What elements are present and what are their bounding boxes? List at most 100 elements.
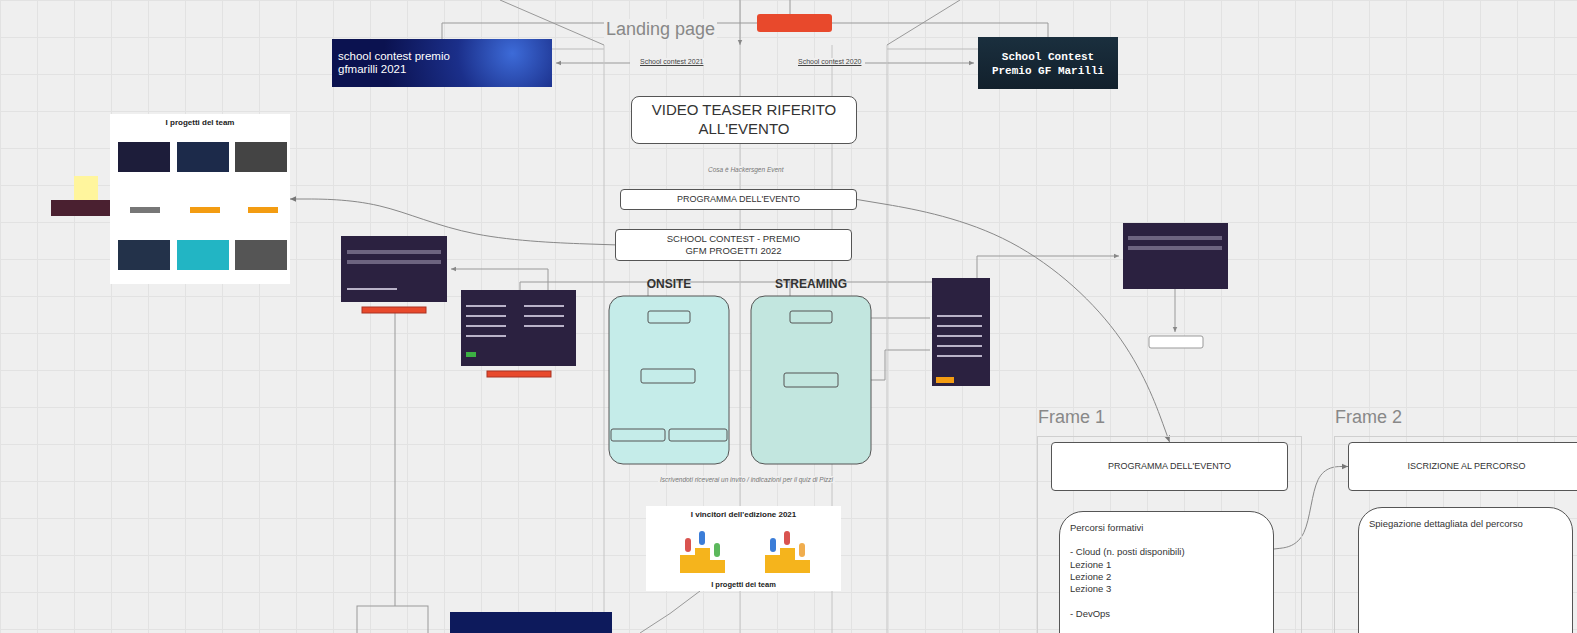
node-text: Percorsi formativi	[1070, 522, 1263, 534]
small-box	[790, 311, 832, 323]
node-text: Spiegazione dettagliata del percorso	[1369, 518, 1562, 530]
form-mockup	[461, 290, 576, 366]
small-box	[648, 311, 690, 323]
figure	[699, 531, 705, 545]
link-label: School contest 2021	[638, 58, 705, 65]
card-background	[110, 114, 290, 284]
podium	[765, 555, 780, 573]
wire	[832, 23, 1048, 37]
process-box: ISCRIZIONE AL PERCORSO	[1348, 442, 1577, 491]
form-field	[347, 250, 441, 254]
small-box	[784, 373, 838, 387]
podium	[795, 560, 810, 573]
node-subtext: I progetti dei team	[646, 580, 841, 589]
banner-image: School Contest Premio GF Marilli	[978, 37, 1118, 89]
red-button	[757, 14, 832, 32]
content-box: Percorsi formativi - Cloud (n. posti disp…	[1059, 511, 1274, 633]
node-subtext: Lezione 1	[1070, 559, 1263, 571]
form-field	[937, 345, 982, 347]
banner-image: school contest premio gfmarilli 2021	[332, 39, 552, 87]
wire	[451, 269, 548, 290]
node-text: ISCRIZIONE AL PERCORSO	[1407, 461, 1525, 472]
form-field	[347, 260, 441, 264]
orange-button	[936, 377, 954, 383]
process-box: PROGRAMMA DELL'EVENTO	[620, 189, 857, 210]
thumbnail	[235, 240, 287, 270]
form-mockup	[1123, 223, 1228, 289]
node-text: I progetti del team	[110, 118, 290, 127]
form-field	[1128, 246, 1222, 250]
form-field	[347, 288, 397, 290]
figure	[685, 538, 691, 552]
wire	[977, 256, 1119, 278]
thumbnail	[118, 240, 170, 270]
button	[248, 207, 278, 213]
form-field	[937, 335, 982, 337]
form-field	[466, 335, 506, 337]
thumbnail	[118, 142, 170, 172]
form-field	[524, 325, 564, 327]
podium	[710, 560, 725, 573]
wire	[640, 591, 700, 633]
podium	[780, 548, 795, 573]
node-subtext: Lezione 2	[1070, 571, 1263, 583]
panel	[751, 296, 871, 464]
banner-image	[450, 612, 612, 633]
image-card: I progetti del team	[110, 114, 290, 284]
node-subtext: Lezione 3	[1070, 583, 1263, 595]
node-subtext: - DevOps	[1070, 608, 1263, 620]
node-text: I vincitori dell'edizione 2021	[646, 510, 841, 519]
figure	[799, 543, 805, 557]
form-field	[466, 315, 506, 317]
button	[190, 207, 220, 213]
note-label: Iscrivendoti riceverai un invito / indic…	[658, 476, 835, 483]
podium	[695, 548, 710, 573]
node-text: School Contest Premio GF Marilli	[984, 51, 1112, 79]
form-field	[1128, 236, 1222, 240]
red-button	[487, 371, 551, 377]
form-field	[466, 305, 506, 307]
form-field	[937, 325, 982, 327]
wire	[865, 63, 974, 64]
node-text: Frame 2	[1335, 407, 1402, 428]
node-text: VIDEO TEASER RIFERITO ALL'EVENTO	[646, 101, 842, 139]
thumbnail	[235, 142, 287, 172]
form-field	[466, 325, 506, 327]
red-button	[362, 307, 426, 313]
sticky-note	[74, 176, 98, 200]
figure	[714, 543, 720, 557]
thumbnail	[177, 240, 229, 270]
frame-title: Landing page	[604, 19, 717, 40]
process-box: PROGRAMMA DELL'EVENTO	[1051, 442, 1288, 491]
node-text: ONSITE	[609, 277, 729, 291]
frame: Frame 2ISCRIZIONE AL PERCORSOSpiegazione…	[1334, 436, 1577, 633]
node-text: Frame 1	[1038, 407, 1105, 428]
thumbnail	[177, 142, 229, 172]
card-background	[646, 506, 841, 591]
channel-panel: STREAMING	[751, 296, 871, 464]
process-box: SCHOOL CONTEST - PREMIO GFM PROGETTI 202…	[615, 229, 852, 261]
link-label: School contest 2020	[796, 58, 863, 65]
small-box	[1149, 336, 1203, 348]
connector-arrow	[857, 200, 1170, 443]
process-box: VIDEO TEASER RIFERITO ALL'EVENTO	[631, 96, 857, 144]
small-box	[611, 429, 665, 441]
wire	[395, 313, 396, 606]
form-field	[524, 305, 564, 307]
small-box	[669, 429, 727, 441]
wire	[790, 0, 791, 14]
node-subtext: - Cloud (n. posti disponibili)	[1070, 546, 1263, 558]
image-card: I vincitori dell'edizione 2021 I progetti…	[646, 506, 841, 591]
podium	[680, 555, 695, 573]
figure	[784, 531, 790, 545]
frame-box	[357, 606, 428, 633]
form-field	[937, 315, 982, 317]
frame-line	[887, 45, 888, 633]
node-text: SCHOOL CONTEST - PREMIO GFM PROGETTI 202…	[656, 233, 811, 257]
note-label: Cosa è Hackersgen Event	[706, 166, 786, 173]
form-mockup	[341, 236, 447, 302]
